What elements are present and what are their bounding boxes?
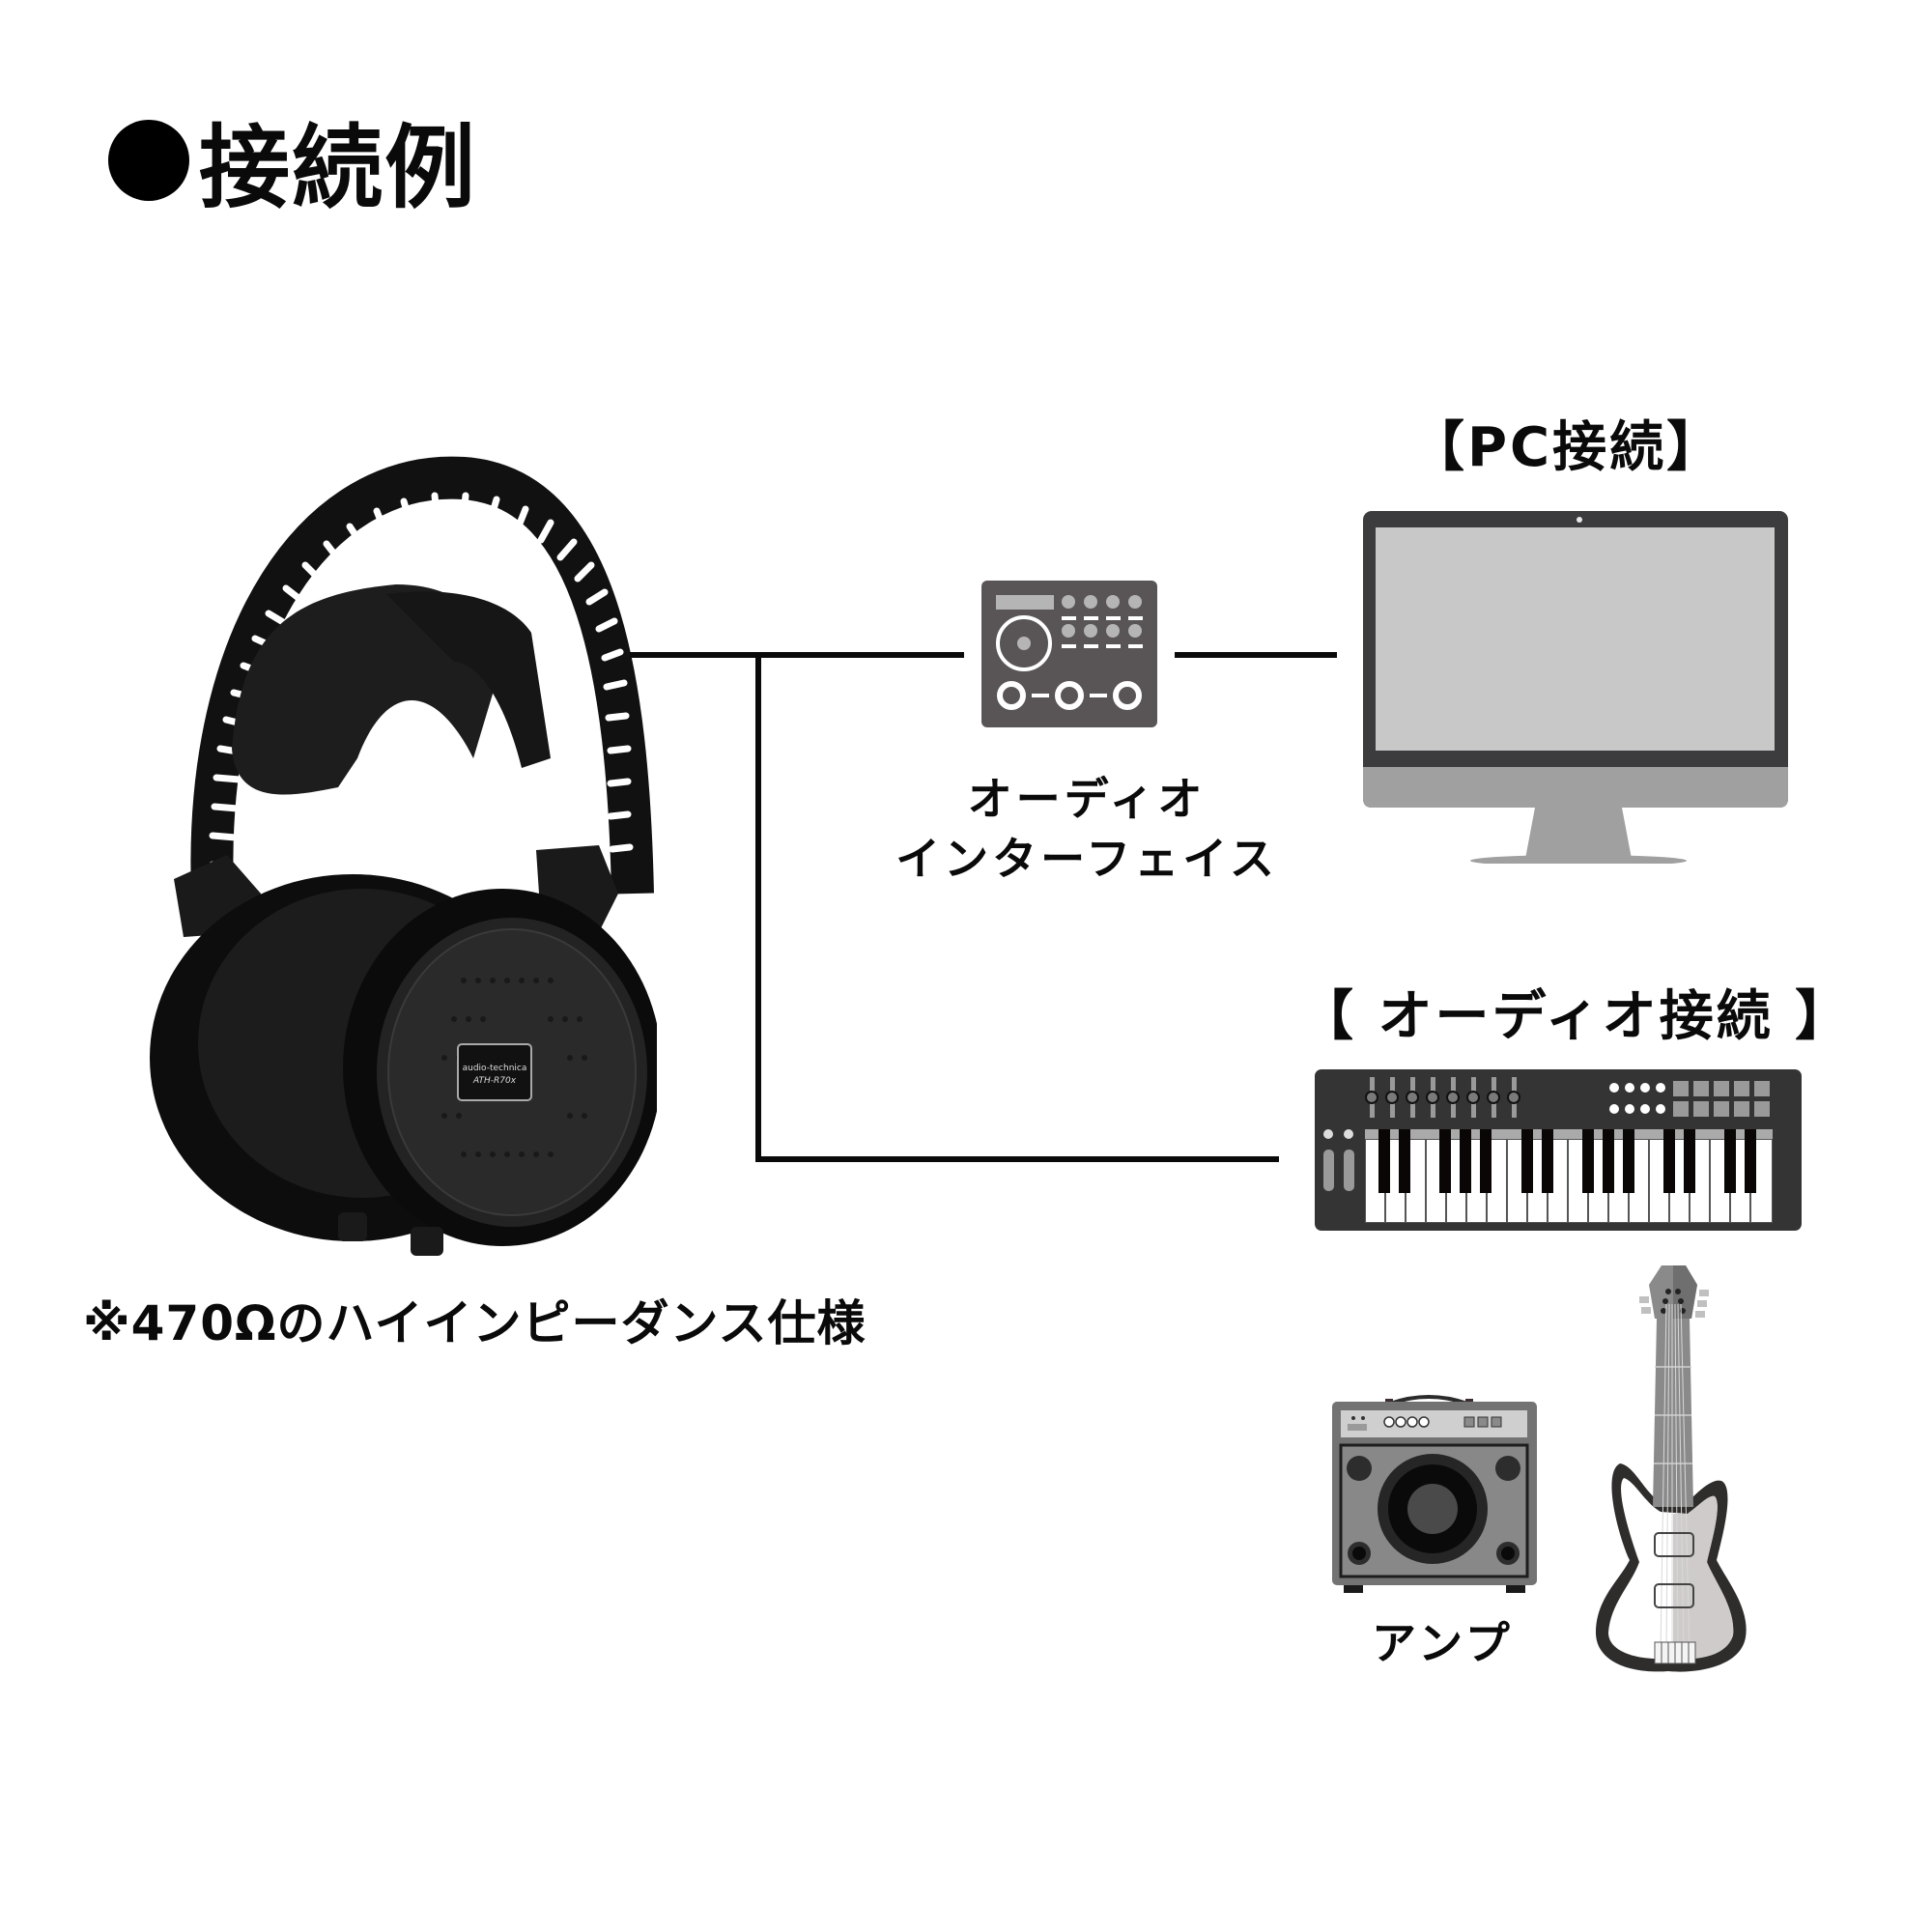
page-title-text: 接続例 — [199, 116, 478, 221]
audio-connection-header: 【 オーディオ接続 】 — [1299, 985, 1853, 1048]
bullet-icon — [108, 120, 189, 201]
desktop-monitor-icon — [1363, 511, 1788, 864]
audio-interface-label-line2: インターフェイス — [895, 833, 1278, 885]
audio-interface-label: オーディオ インターフェイス — [869, 769, 1304, 889]
impedance-note: ※470Ωのハイインピーダンス仕様 — [83, 1295, 867, 1351]
model-name: ATH-R70x — [472, 1076, 517, 1086]
brand-badge: audio-technica ATH-R70x — [457, 1043, 532, 1101]
electric-guitar-icon — [1591, 1261, 1755, 1676]
page-title: 接続例 — [108, 95, 477, 226]
guitar-amp-icon — [1332, 1394, 1537, 1594]
connector-line-interface-pc — [1175, 652, 1337, 658]
audio-interface-icon — [981, 581, 1157, 727]
headphones-image — [145, 440, 657, 1261]
pc-connection-header: 【PC接続】 — [1410, 416, 1724, 479]
midi-keyboard-icon — [1315, 1069, 1802, 1231]
connector-line-headphones-interface — [630, 652, 964, 658]
audio-interface-label-line1: オーディオ — [967, 773, 1207, 825]
amp-label: アンプ — [1372, 1617, 1514, 1669]
connector-line-vertical — [755, 652, 761, 1162]
brand-name: audio-technica — [462, 1064, 527, 1073]
connector-line-keyboard — [755, 1156, 1279, 1162]
